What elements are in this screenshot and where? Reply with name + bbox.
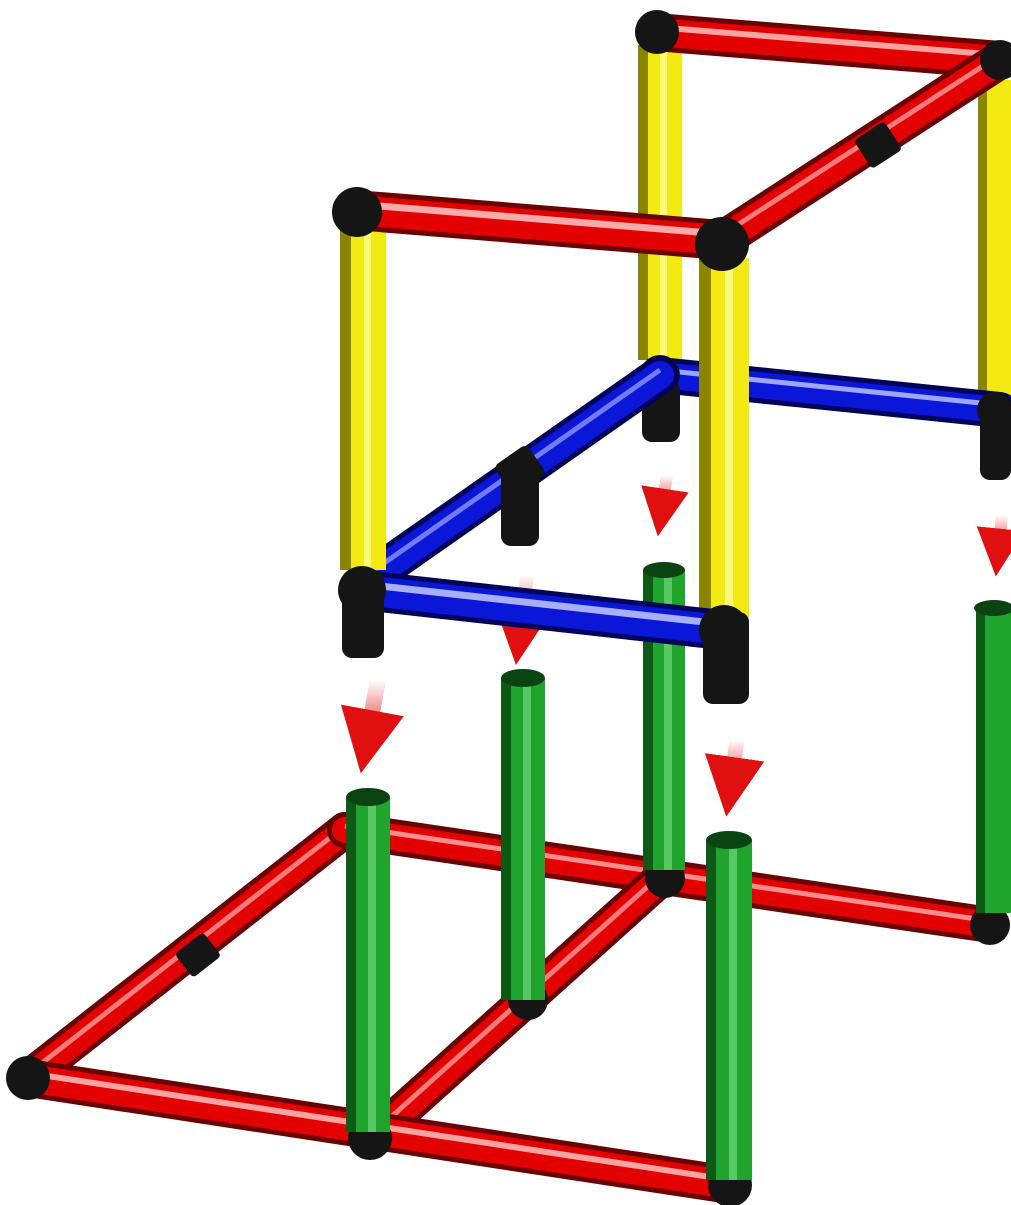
base-connector [6, 1056, 50, 1100]
down-arrow [976, 514, 1011, 577]
base-posts [346, 562, 1011, 1180]
upper-frame [332, 10, 1011, 704]
down-arrow [340, 678, 404, 774]
top-connector [635, 10, 679, 54]
connector-stub [495, 446, 545, 546]
base-coupler [176, 933, 220, 977]
green-post [706, 831, 752, 1180]
base-connector [970, 905, 1010, 945]
insertion-arrows [340, 474, 1011, 817]
down-arrow [641, 474, 689, 537]
connector-stub [699, 605, 749, 704]
yellow-post [699, 258, 749, 618]
top-coupler [855, 122, 901, 168]
top-connector [332, 187, 382, 237]
green-post [974, 600, 1011, 913]
connector-stub [977, 392, 1011, 480]
down-arrow [704, 738, 765, 817]
top-connector [980, 40, 1011, 80]
green-post [346, 788, 390, 1132]
connector-stub [338, 566, 386, 658]
yellow-post [978, 80, 1011, 400]
yellow-post [340, 225, 386, 570]
green-post [501, 669, 545, 1000]
top-connector [695, 217, 749, 271]
yellow-post [638, 45, 682, 360]
base-frame [6, 812, 1010, 1205]
